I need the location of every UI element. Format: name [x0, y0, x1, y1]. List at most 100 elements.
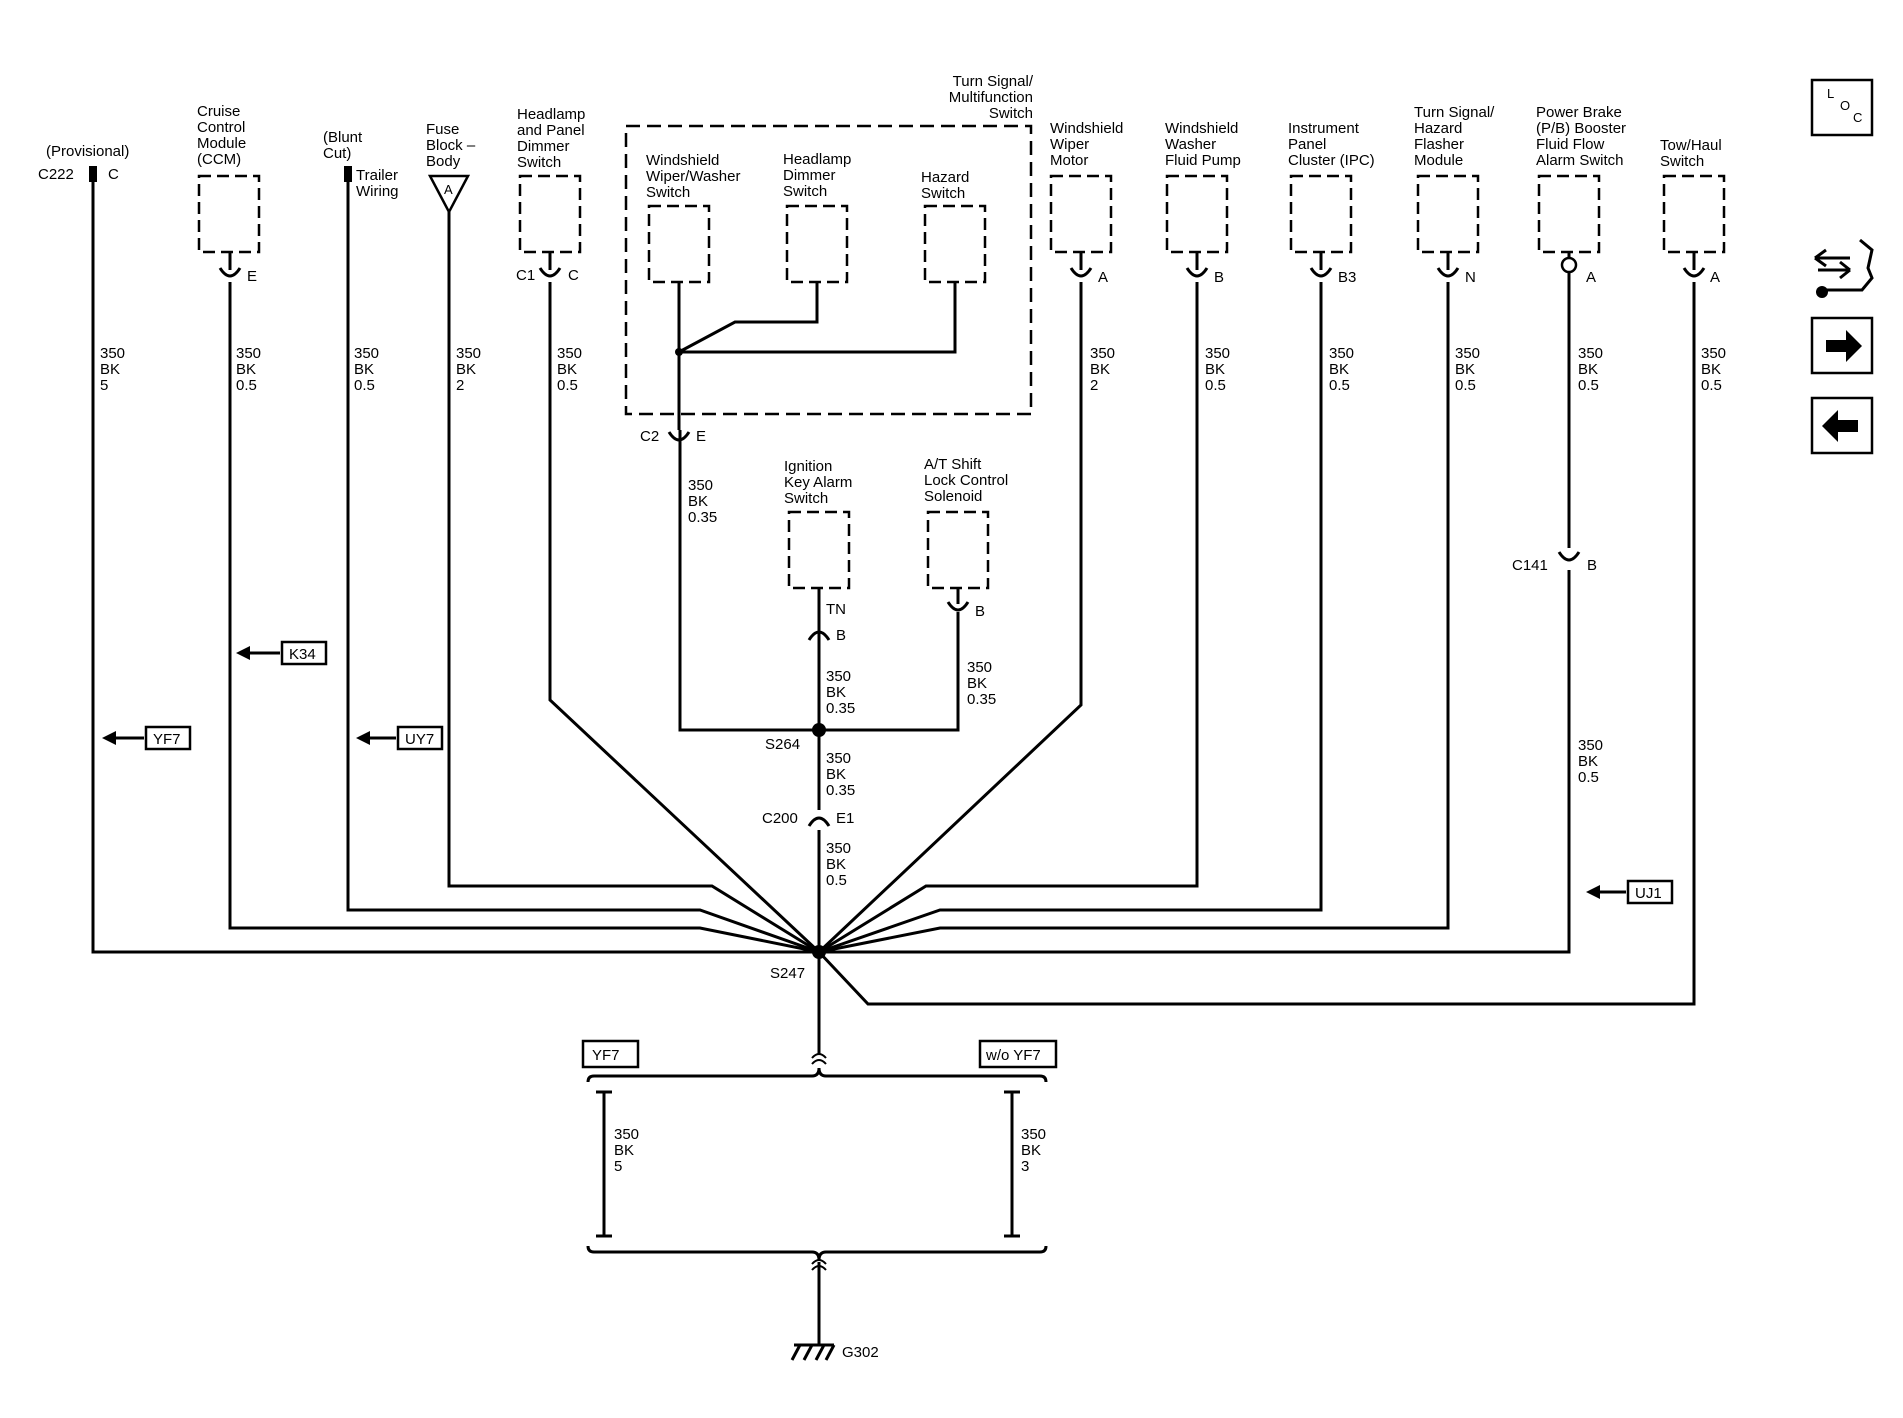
svg-text:BK: BK: [967, 675, 987, 692]
svg-text:350: 350: [354, 345, 379, 362]
svg-text:350: 350: [456, 345, 481, 362]
svg-text:350: 350: [1205, 345, 1230, 362]
svg-text:BK: BK: [456, 361, 476, 378]
splice-s247: S247: [770, 945, 826, 982]
svg-text:Lock Control: Lock Control: [924, 472, 1008, 489]
wo-yf7-label: w/o YF7: [985, 1047, 1041, 1064]
flasher-module: Turn Signal/ Hazard Flasher Module N 350…: [1414, 104, 1495, 394]
svg-text:Dimmer: Dimmer: [517, 138, 570, 155]
svg-text:350: 350: [1578, 345, 1603, 362]
svg-text:Cut): Cut): [323, 145, 351, 162]
svg-text:C: C: [568, 267, 579, 284]
svg-text:0.5: 0.5: [1455, 377, 1476, 394]
c222-pin: C: [108, 166, 119, 183]
svg-text:C: C: [1853, 110, 1862, 125]
svg-text:Ignition: Ignition: [784, 458, 832, 475]
svg-text:Fluid Pump: Fluid Pump: [1165, 152, 1241, 169]
svg-text:Power Brake: Power Brake: [1536, 104, 1622, 121]
shift-lock-solenoid: A/T Shift Lock Control Solenoid B 350 BK…: [924, 456, 1008, 708]
c222-note: (Provisional): [46, 143, 129, 160]
svg-text:S247: S247: [770, 965, 805, 982]
svg-text:Switch: Switch: [784, 490, 828, 507]
svg-text:and Panel: and Panel: [517, 122, 585, 139]
svg-text:C200: C200: [762, 810, 798, 827]
yf7-label: YF7: [592, 1047, 620, 1064]
svg-text:0.5: 0.5: [354, 377, 375, 394]
svg-text:C141: C141: [1512, 557, 1548, 574]
svg-text:O: O: [1840, 98, 1850, 113]
svg-text:Trailer: Trailer: [356, 167, 398, 184]
svg-text:Multifunction: Multifunction: [949, 89, 1033, 106]
svg-text:350: 350: [236, 345, 261, 362]
svg-text:Module: Module: [197, 135, 246, 152]
tools-icon[interactable]: [1814, 238, 1874, 298]
svg-text:Dimmer: Dimmer: [783, 167, 836, 184]
turn-signal-multifunction-switch: Turn Signal/ Multifunction Switch Windsh…: [624, 73, 1034, 526]
next-page-icon[interactable]: [1810, 316, 1874, 375]
svg-text:Switch: Switch: [921, 185, 965, 202]
svg-text:2: 2: [456, 377, 464, 394]
svg-text:Switch: Switch: [1660, 153, 1704, 170]
splice-s264: S264 350 BK 0.35: [765, 723, 855, 799]
svg-text:C1: C1: [516, 267, 535, 284]
svg-text:E: E: [696, 428, 706, 445]
svg-text:5: 5: [100, 377, 108, 394]
svg-text:0.5: 0.5: [236, 377, 257, 394]
washer-fluid-pump: Windshield Washer Fluid Pump B 350 BK 0.…: [1165, 120, 1241, 394]
svg-text:0.35: 0.35: [688, 509, 717, 526]
svg-text:BK: BK: [557, 361, 577, 378]
tow-haul-switch: Tow/Haul Switch A 350 BK 0.5: [1660, 137, 1726, 394]
ref-yf7-left[interactable]: YF7: [102, 725, 192, 751]
svg-text:3: 3: [1021, 1158, 1029, 1175]
svg-text:TN: TN: [826, 601, 846, 618]
svg-text:A: A: [1710, 269, 1720, 286]
svg-text:BK: BK: [236, 361, 256, 378]
headlamp-panel-dimmer-switch: Headlamp and Panel Dimmer Switch C1 C 35…: [516, 106, 585, 394]
svg-text:Hazard: Hazard: [1414, 120, 1462, 137]
svg-text:BK: BK: [1701, 361, 1721, 378]
svg-text:BK: BK: [354, 361, 374, 378]
svg-text:BK: BK: [1578, 753, 1598, 770]
svg-text:BK: BK: [1021, 1142, 1041, 1159]
svg-text:Alarm Switch: Alarm Switch: [1536, 152, 1624, 169]
svg-text:350: 350: [1578, 737, 1603, 754]
c222-connector: (Provisional) C222 C 350 BK 5: [38, 143, 129, 394]
svg-text:0.5: 0.5: [1329, 377, 1350, 394]
instrument-panel-cluster: Instrument Panel Cluster (IPC) B3 350 BK…: [1288, 120, 1375, 394]
svg-text:BK: BK: [1578, 361, 1598, 378]
c222-name: C222: [38, 166, 74, 183]
svg-text:B3: B3: [1338, 269, 1356, 286]
svg-text:L: L: [1827, 86, 1834, 101]
svg-text:350: 350: [1329, 345, 1354, 362]
svg-text:350: 350: [1701, 345, 1726, 362]
svg-text:Washer: Washer: [1165, 136, 1216, 153]
ref-k34[interactable]: K34: [236, 640, 328, 666]
svg-text:Cruise: Cruise: [197, 103, 240, 120]
ccm-module: Cruise Control Module (CCM) E 350 BK 0.5: [197, 103, 261, 394]
svg-text:UY7: UY7: [405, 731, 434, 748]
svg-text:BK: BK: [1090, 361, 1110, 378]
svg-text:Headlamp: Headlamp: [783, 151, 851, 168]
svg-text:C2: C2: [640, 428, 659, 445]
svg-text:Headlamp: Headlamp: [517, 106, 585, 123]
loc-icon[interactable]: L O C: [1810, 78, 1874, 137]
svg-text:0.5: 0.5: [1578, 769, 1599, 786]
svg-text:E: E: [247, 268, 257, 285]
svg-text:BK: BK: [1205, 361, 1225, 378]
svg-text:(Blunt: (Blunt: [323, 129, 363, 146]
svg-text:Wiper/Washer: Wiper/Washer: [646, 168, 740, 185]
svg-text:B: B: [975, 603, 985, 620]
svg-text:BK: BK: [1329, 361, 1349, 378]
svg-text:Body: Body: [426, 153, 461, 170]
svg-text:350: 350: [826, 668, 851, 685]
svg-text:5: 5: [614, 1158, 622, 1175]
svg-text:350: 350: [557, 345, 582, 362]
svg-text:BK: BK: [614, 1142, 634, 1159]
ref-uy7[interactable]: UY7: [356, 725, 444, 751]
svg-text:Solenoid: Solenoid: [924, 488, 982, 505]
svg-text:B: B: [1587, 557, 1597, 574]
ref-uj1[interactable]: UJ1: [1586, 879, 1674, 905]
prev-page-icon[interactable]: [1810, 396, 1874, 455]
svg-text:BK: BK: [1455, 361, 1475, 378]
